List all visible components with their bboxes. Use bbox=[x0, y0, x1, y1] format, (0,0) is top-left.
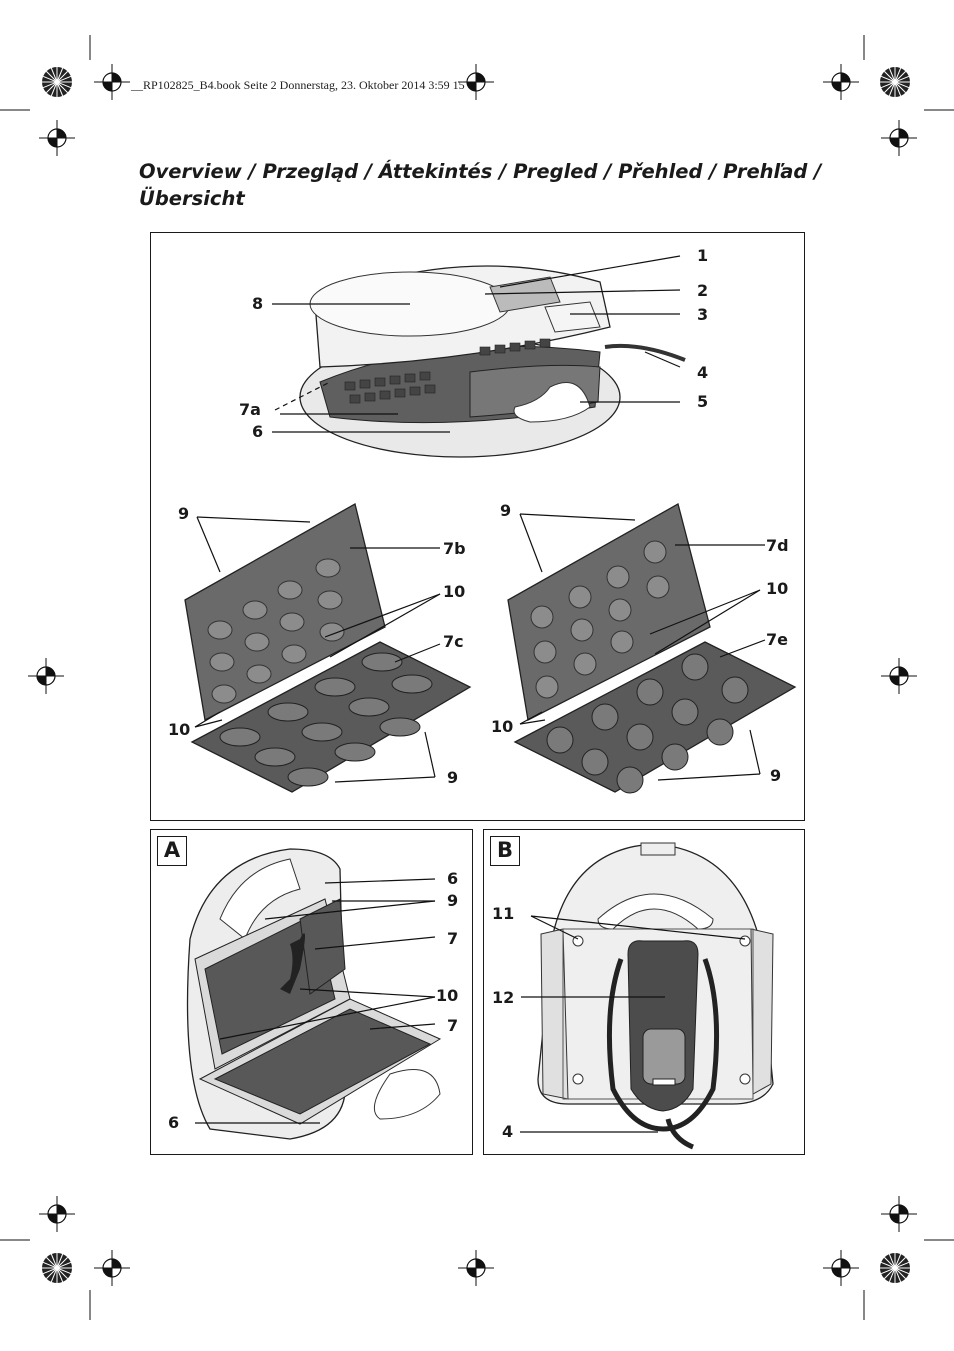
panel-a-callout-7-top: 7 bbox=[447, 929, 459, 948]
file-header-line: __RP102825_B4.book Seite 2 Donnerstag, 2… bbox=[131, 78, 465, 92]
callout-6: 6 bbox=[252, 422, 264, 441]
panel-b-callout-12: 12 bbox=[492, 988, 515, 1007]
callout-10-right-bottom: 10 bbox=[491, 717, 514, 736]
callout-3: 3 bbox=[697, 305, 709, 324]
callout-7a: 7a bbox=[239, 400, 261, 419]
waffle-maker-open-illustration bbox=[272, 255, 686, 458]
callout-9-right-top: 9 bbox=[500, 501, 512, 520]
callout-9-left-bottom: 9 bbox=[447, 768, 459, 787]
plate-set-7d-7e-illustration bbox=[507, 503, 797, 794]
callout-7d: 7d bbox=[766, 536, 789, 555]
panel-b-callout-11: 11 bbox=[492, 904, 515, 923]
callout-2: 2 bbox=[697, 281, 709, 300]
panel-a-callout-7-bottom: 7 bbox=[447, 1016, 459, 1035]
panel-a-illustration bbox=[186, 848, 442, 1140]
panel-a-letter: A bbox=[157, 836, 187, 866]
page-title: Overview / Przegląd / Áttekintés / Pregl… bbox=[139, 158, 829, 212]
panel-a-callout-6-bottom: 6 bbox=[168, 1113, 180, 1132]
panel-a-callout-10: 10 bbox=[436, 986, 459, 1005]
plate-set-7b-7c-illustration bbox=[184, 503, 472, 793]
title-line-2: Übersicht bbox=[139, 187, 245, 210]
overview-panel: 1 2 3 4 5 8 7a 6 9 7b 10 7c 10 9 9 7d 10… bbox=[150, 232, 805, 821]
callout-8: 8 bbox=[252, 294, 264, 313]
panel-a-callout-6-top: 6 bbox=[447, 869, 459, 888]
panel-b-letter: B bbox=[490, 836, 520, 866]
callout-4: 4 bbox=[697, 363, 709, 382]
callout-7e: 7e bbox=[766, 630, 788, 649]
panel-b-illustration bbox=[520, 842, 774, 1150]
panel-b-callout-4: 4 bbox=[502, 1122, 514, 1141]
title-line-1: Overview / Przegląd / Áttekintés / Pregl… bbox=[139, 160, 822, 183]
callout-10-right-mid: 10 bbox=[766, 579, 789, 598]
callout-7b: 7b bbox=[443, 539, 466, 558]
overview-illustration bbox=[184, 255, 797, 794]
panel-b: B 11 12 4 bbox=[483, 829, 805, 1155]
panel-a: A 6 9 7 10 7 6 bbox=[150, 829, 473, 1155]
callout-9-left-top: 9 bbox=[178, 504, 190, 523]
callout-7c: 7c bbox=[443, 632, 464, 651]
panel-a-callout-9: 9 bbox=[447, 891, 459, 910]
callout-5: 5 bbox=[697, 392, 709, 411]
callout-1: 1 bbox=[697, 246, 709, 265]
callout-10-left-mid: 10 bbox=[443, 582, 466, 601]
callout-9-right-bottom: 9 bbox=[770, 766, 782, 785]
callout-10-left-bottom: 10 bbox=[168, 720, 191, 739]
